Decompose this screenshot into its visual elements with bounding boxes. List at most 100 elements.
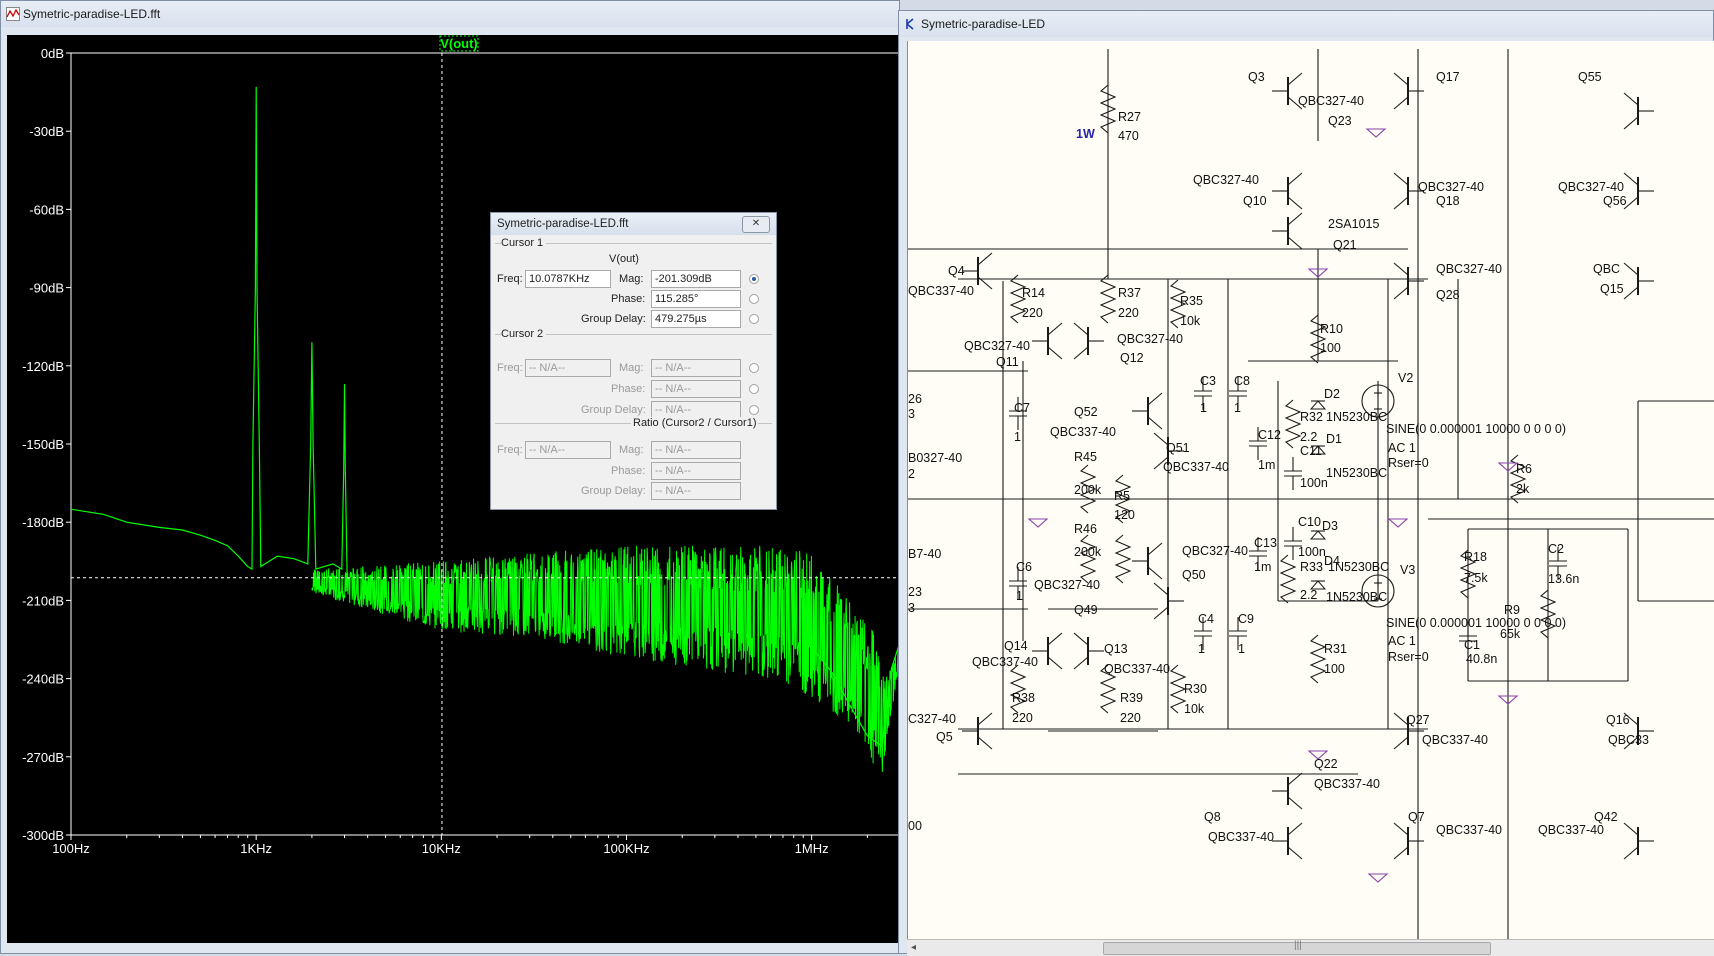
resistor[interactable]	[1114, 534, 1132, 584]
component-label: QBC337-40	[1050, 425, 1116, 439]
resistor[interactable]	[1169, 664, 1187, 714]
cursor1-group-delay-radio[interactable]	[749, 314, 759, 324]
resistor[interactable]	[1009, 664, 1027, 714]
resistor[interactable]	[1309, 314, 1327, 364]
wire	[1287, 212, 1303, 226]
cursor1-group-delay-field[interactable]: 479.275µs	[651, 310, 741, 328]
voltage-source[interactable]	[1361, 574, 1395, 608]
resistor[interactable]	[1009, 274, 1027, 324]
component-label: 100	[1320, 341, 1341, 355]
wire	[1153, 606, 1169, 620]
cursor1-phase-label: Phase:	[611, 293, 646, 305]
resistor[interactable]	[1099, 84, 1117, 134]
ratio-mag-field[interactable]: -- N/A--	[651, 441, 741, 459]
component-label: 220	[1120, 711, 1141, 725]
cursor1-phase-radio[interactable]	[749, 294, 759, 304]
cursor2-phase-field[interactable]: -- N/A--	[651, 380, 741, 398]
component-label: R27	[1118, 110, 1141, 124]
cursor-dialog-titlebar[interactable]: Symetric-paradise-LED.fft ✕	[491, 213, 776, 235]
resistor[interactable]	[1099, 664, 1117, 714]
resistor[interactable]	[1279, 554, 1297, 604]
resistor[interactable]	[1309, 634, 1327, 684]
cursor2-phase-radio[interactable]	[749, 384, 759, 394]
y-tick-label: -180dB	[22, 515, 64, 530]
cursor2-freq-label: Freq:	[497, 362, 523, 374]
cursor2-freq-field[interactable]: -- N/A--	[525, 359, 611, 377]
component-label: Q14	[1004, 639, 1028, 653]
zener-diode[interactable]	[1309, 445, 1327, 455]
cursor1-mag-field[interactable]: -201.309dB	[651, 270, 741, 288]
component-label: AC 1	[1388, 634, 1416, 648]
wire	[1623, 712, 1639, 726]
component-label: 100n	[1300, 476, 1328, 490]
component-label: R35	[1180, 294, 1203, 308]
trace-label[interactable]: V(out)	[440, 36, 478, 51]
resistor[interactable]	[1169, 279, 1187, 329]
component-label: R32	[1300, 410, 1323, 424]
zener-diode[interactable]	[1309, 400, 1327, 410]
cursor1-mag-radio[interactable]	[749, 274, 759, 284]
cursor1-freq-field[interactable]: 10.0787KHz	[525, 270, 611, 288]
fft-chart[interactable]: 0dB-30dB-60dB-90dB-120dB-150dB-180dB-210…	[7, 35, 900, 943]
zener-diode[interactable]	[1309, 530, 1327, 540]
component-label: Q52	[1074, 405, 1098, 419]
zener-diode[interactable]	[1309, 580, 1327, 590]
component-label: C9	[1238, 612, 1254, 626]
component-label: R18	[1464, 550, 1487, 564]
wire	[1047, 346, 1063, 360]
plot-window-titlebar[interactable]: Symetric-paradise-LED.fft	[1, 1, 899, 27]
component-label: C6	[1016, 560, 1032, 574]
component-label: 2	[908, 467, 915, 481]
y-tick-label: -60dB	[29, 202, 64, 217]
horizontal-scrollbar[interactable]: ◂ |||	[907, 939, 1714, 956]
x-tick-label: 100KHz	[603, 841, 649, 856]
y-tick-label: -300dB	[22, 828, 64, 843]
resistor[interactable]	[1079, 534, 1097, 584]
component-label: 200k	[1074, 483, 1102, 497]
cursor2-group-delay-radio[interactable]	[749, 405, 759, 415]
resistor[interactable]	[1099, 274, 1117, 324]
resistor[interactable]	[1459, 549, 1477, 599]
component-label: R9	[1504, 603, 1520, 617]
ratio-group-delay-field[interactable]: -- N/A--	[651, 482, 741, 500]
schematic-window-titlebar[interactable]: Symetric-paradise-LED	[899, 11, 1713, 37]
cursor1-group	[495, 243, 772, 244]
cursor1-freq-label: Freq:	[497, 273, 523, 285]
resistor[interactable]	[1114, 474, 1132, 524]
cursor2-mag-radio[interactable]	[749, 363, 759, 373]
component-label: 1N5230BC	[1326, 410, 1387, 424]
wire	[1153, 432, 1169, 446]
component-label: SINE(0 0.000001 10000 0 0 0 0)	[1386, 616, 1566, 630]
component-label: 3	[908, 601, 915, 615]
ratio-phase-field[interactable]: -- N/A--	[651, 462, 741, 480]
component-label: 2.2	[1300, 430, 1317, 444]
close-icon[interactable]: ✕	[742, 216, 770, 233]
component-label: R39	[1120, 691, 1143, 705]
component-label: Q4	[948, 264, 965, 278]
resistor[interactable]	[1079, 464, 1097, 514]
component-label: 220	[1012, 711, 1033, 725]
component-label: R14	[1022, 286, 1045, 300]
voltage-source[interactable]	[1361, 384, 1395, 418]
resistor[interactable]	[1539, 589, 1557, 639]
component-label: 220	[1022, 306, 1043, 320]
wire	[1147, 392, 1163, 406]
ground-symbol	[1497, 695, 1519, 705]
component-label: 200k	[1074, 545, 1102, 559]
cursor1-phase-field[interactable]: 115.285°	[651, 290, 741, 308]
component-label: B7-40	[908, 547, 941, 561]
component-label: Q17	[1436, 70, 1460, 84]
scroll-left-icon[interactable]: ◂	[911, 942, 917, 953]
cursor2-mag-field[interactable]: -- N/A--	[651, 359, 741, 377]
main-trace	[70, 86, 348, 575]
component-label: D4	[1324, 554, 1340, 568]
component-label: 120	[1114, 508, 1135, 522]
resistor[interactable]	[1284, 399, 1302, 449]
y-tick-label: -240dB	[22, 672, 64, 687]
cursor-dialog[interactable]: Symetric-paradise-LED.fft ✕ Cursor 1 V(o…	[490, 212, 777, 510]
ratio-freq-field[interactable]: -- N/A--	[525, 441, 611, 459]
component-label: QBC327-40	[1193, 173, 1259, 187]
